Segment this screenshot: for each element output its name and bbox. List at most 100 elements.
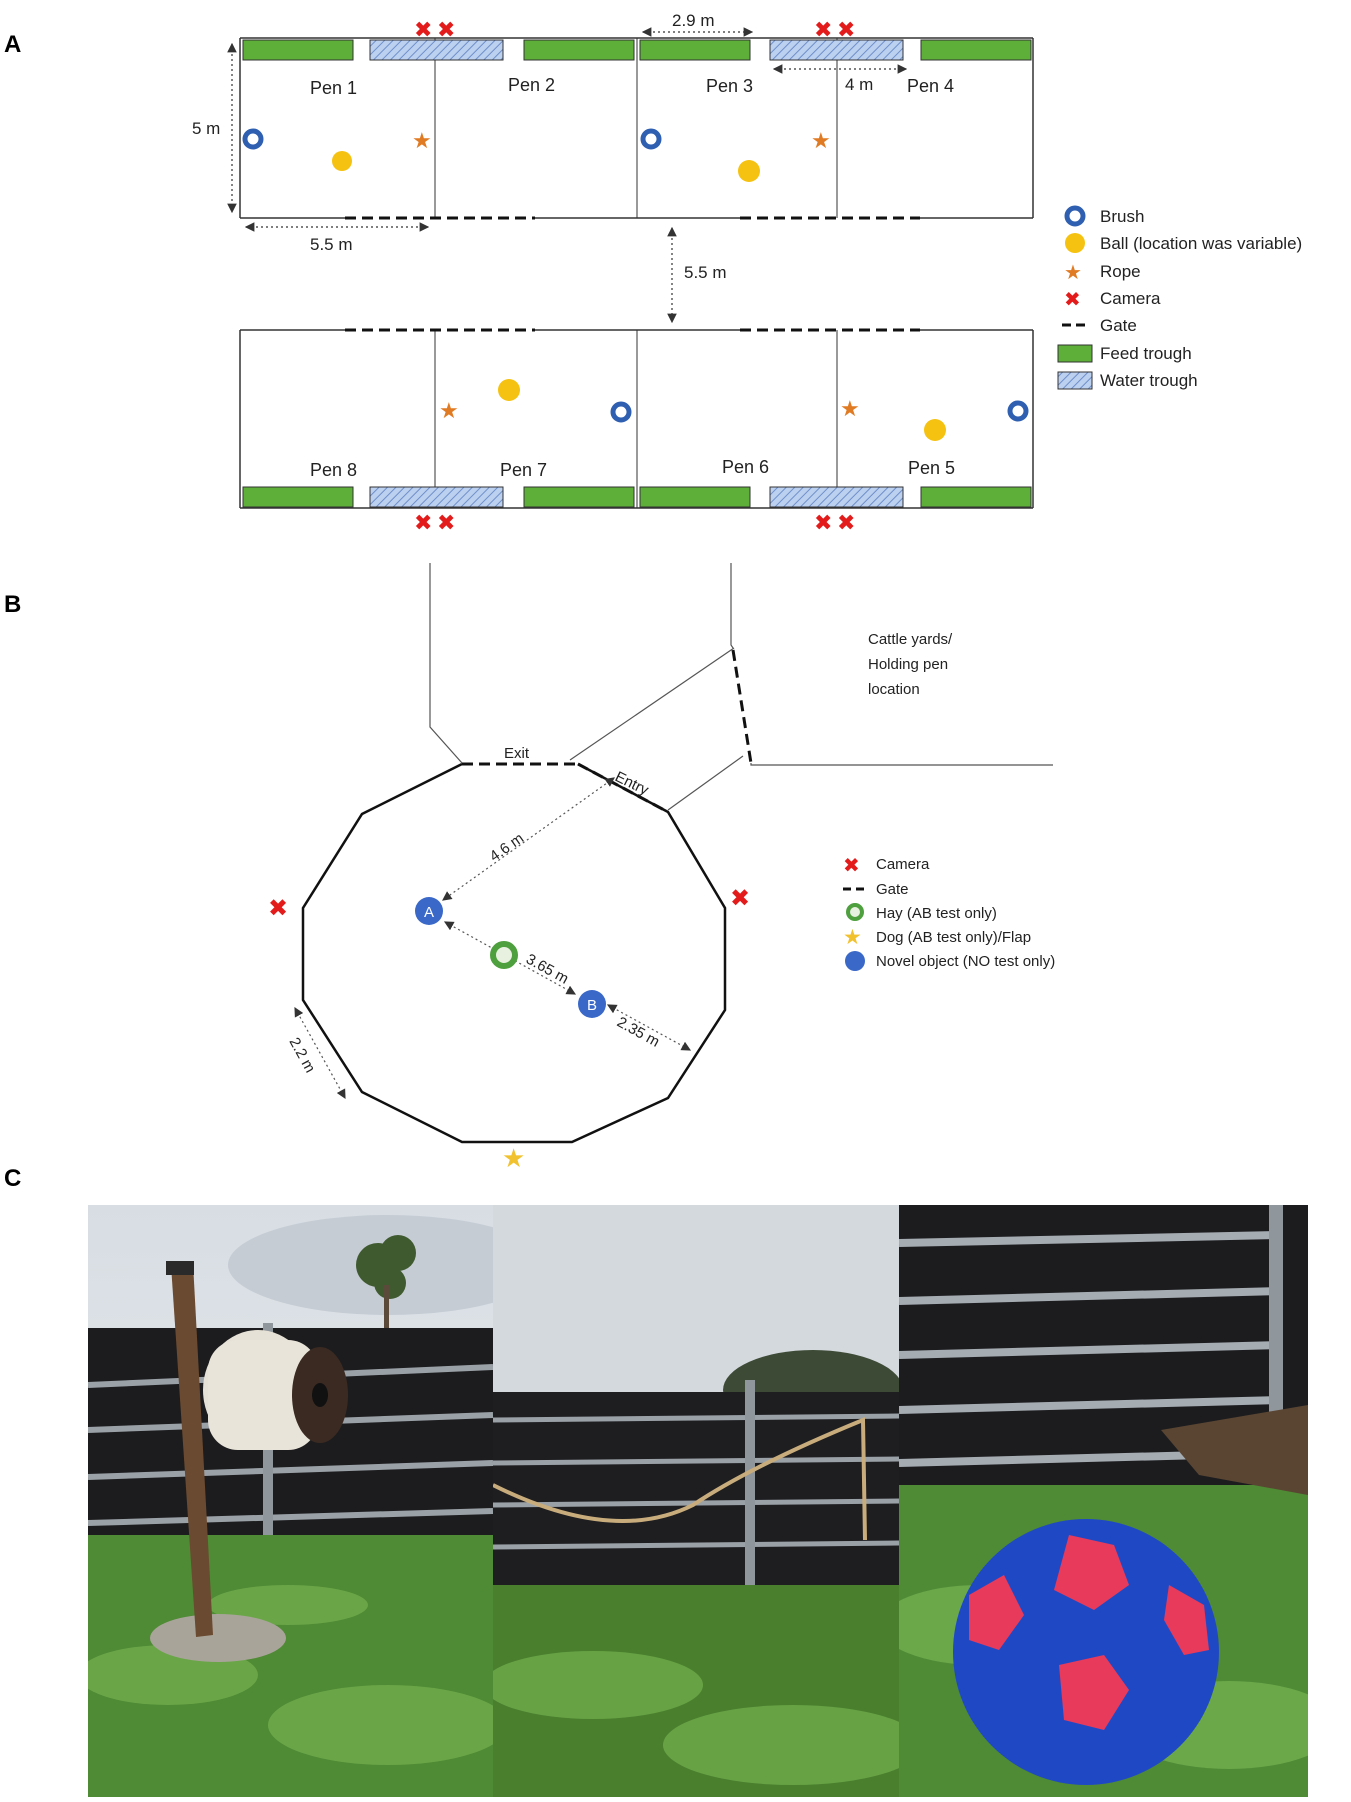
novel-object-a <box>415 897 443 925</box>
ball-icon <box>738 160 760 182</box>
brush-icon <box>640 128 662 150</box>
water-trough-icon <box>1057 371 1093 390</box>
bottom-cameras: ✖ ✖ ✖ ✖ <box>414 511 855 536</box>
pen-label: Pen 5 <box>908 458 955 478</box>
hay-icon <box>846 903 864 921</box>
ball-icon <box>924 419 946 441</box>
dog-flap-icon: ★ <box>843 925 862 949</box>
camera-icon: ✖ <box>414 511 432 536</box>
camera-icon: ✖ <box>268 894 288 922</box>
measurement-label: 4.6 m <box>487 830 527 865</box>
ball-icon <box>498 379 520 401</box>
feed-trough-icon <box>1057 344 1093 363</box>
camera-icon: ✖ <box>414 18 432 43</box>
measurement-label: 2.2 m <box>286 1035 319 1076</box>
hay-icon <box>490 941 518 969</box>
pen-label: Pen 3 <box>706 76 753 96</box>
rope-icon: ★ <box>840 397 860 422</box>
legend-label: Brush <box>1100 207 1144 226</box>
ball-icon <box>332 151 352 171</box>
feed-trough <box>523 39 635 61</box>
top-pen-row <box>239 37 1034 219</box>
legend-a: Brush Ball (location was variable) ★ Rop… <box>1057 205 1302 390</box>
top-items: ★ ★ <box>242 128 831 182</box>
legend-label: Camera <box>1100 289 1161 308</box>
panel-label-a: A <box>4 31 21 58</box>
panel-label-b: B <box>4 591 21 618</box>
arena-gates <box>462 762 669 814</box>
pen-label: Pen 1 <box>310 78 357 98</box>
photo-ball <box>899 1205 1308 1797</box>
arena-measurements <box>294 777 692 1100</box>
photo-rope <box>493 1205 899 1797</box>
figure-diagram: A ✖ ✖ ✖ ✖ Pen 1 Pen 2 Pen 3 Pen 4 <box>4 11 1302 1192</box>
top-cameras: ✖ ✖ ✖ ✖ <box>414 18 855 43</box>
legend-label: Novel object (NO test only) <box>876 953 1055 970</box>
camera-icon: ✖ <box>814 18 832 43</box>
point-b-label: B <box>587 997 597 1014</box>
bottom-pen-row <box>239 329 1034 509</box>
feed-trough <box>639 486 751 508</box>
rope-icon: ★ <box>811 129 831 154</box>
legend-label: Dog (AB test only)/Flap <box>876 929 1031 946</box>
pen-label: Pen 7 <box>500 460 547 480</box>
camera-icon: ✖ <box>837 511 855 536</box>
ball-icon <box>1065 233 1085 253</box>
legend-label: Ball (location was variable) <box>1100 234 1302 253</box>
bottom-items: ★ ★ <box>439 379 1029 441</box>
yard-label: location <box>868 681 920 698</box>
legend-label: Rope <box>1100 262 1141 281</box>
legend-label: Water trough <box>1100 371 1198 390</box>
camera-icon: ✖ <box>730 884 750 912</box>
legend-label: Gate <box>876 881 909 898</box>
rope-icon: ★ <box>412 129 432 154</box>
rope-icon: ★ <box>1064 260 1082 284</box>
dog-flap-icon: ★ <box>502 1144 525 1174</box>
measurement-label: 4 m <box>845 75 873 94</box>
point-a-label: A <box>424 904 434 921</box>
entry-label: Entry <box>612 768 651 799</box>
arena-outline <box>301 762 727 1144</box>
camera-icon: ✖ <box>437 511 455 536</box>
legend-label: Hay (AB test only) <box>876 905 997 922</box>
measurement-label: 5.5 m <box>310 235 353 254</box>
camera-icon: ✖ <box>1064 287 1081 311</box>
exit-label: Exit <box>504 745 530 762</box>
legend-b: ✖ Camera Gate Hay (AB test only) ★ Dog (… <box>843 853 1055 971</box>
legend-label: Camera <box>876 856 930 873</box>
yard-gate <box>731 649 753 764</box>
legend-label: Gate <box>1100 316 1137 335</box>
measurement-label: 5.5 m <box>684 263 727 282</box>
brush-icon <box>610 401 632 423</box>
brush-icon <box>1064 205 1086 227</box>
brush-icon <box>1007 400 1029 422</box>
yard-label: Cattle yards/ <box>868 631 953 648</box>
pen-label: Pen 8 <box>310 460 357 480</box>
pen-label: Pen 6 <box>722 457 769 477</box>
water-trough <box>369 39 504 61</box>
camera-icon: ✖ <box>814 511 832 536</box>
legend-label: Feed trough <box>1100 344 1192 363</box>
pen-label: Pen 4 <box>907 76 954 96</box>
measurement-label: 3.65 m <box>523 951 571 988</box>
top-measurements <box>227 27 908 324</box>
yard-label: Holding pen <box>868 656 948 673</box>
brush-icon <box>242 128 264 150</box>
novel-object-b <box>578 990 606 1018</box>
feed-trough <box>523 486 635 508</box>
camera-icon: ✖ <box>837 18 855 43</box>
measurement-label: 5 m <box>192 119 220 138</box>
feed-trough <box>242 39 354 61</box>
water-trough <box>769 39 904 61</box>
pen-label: Pen 2 <box>508 75 555 95</box>
bottom-troughs <box>242 486 1032 508</box>
alley-lines <box>429 563 1053 811</box>
water-trough <box>369 486 504 508</box>
feed-trough <box>920 486 1032 508</box>
photo-brush <box>88 1205 493 1797</box>
feed-trough <box>639 39 751 61</box>
panel-label-c: C <box>4 1165 21 1192</box>
measurement-label: 2.35 m <box>614 1014 662 1051</box>
feed-trough <box>920 39 1032 61</box>
water-trough <box>769 486 904 508</box>
